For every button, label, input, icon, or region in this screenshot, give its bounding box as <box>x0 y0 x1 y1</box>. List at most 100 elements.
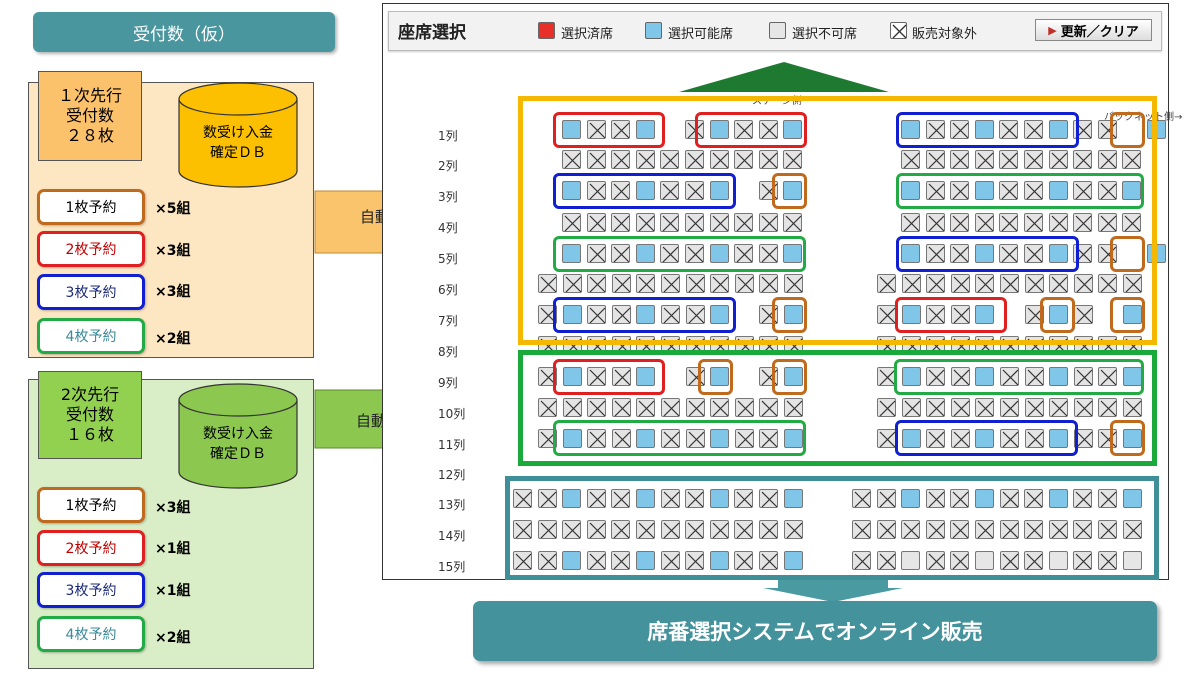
excluded-seat <box>611 213 630 232</box>
available-seat[interactable] <box>1049 244 1068 263</box>
booking-3-pill: 3枚予約 <box>37 572 145 608</box>
row-label: 6列 <box>438 283 458 297</box>
available-seat[interactable] <box>783 120 802 139</box>
available-seat[interactable] <box>783 181 802 200</box>
available-seat[interactable] <box>636 120 655 139</box>
available-seat[interactable] <box>710 181 729 200</box>
available-seat[interactable] <box>975 489 994 508</box>
row-label: 9列 <box>438 376 458 390</box>
excluded-seat <box>1073 181 1092 200</box>
available-seat[interactable] <box>975 244 994 263</box>
excluded-seat <box>734 489 753 508</box>
excluded-seat <box>784 274 803 293</box>
booking-2-pill: 2枚予約 <box>37 231 145 267</box>
available-seat[interactable] <box>1122 181 1141 200</box>
available-seat[interactable] <box>710 367 729 386</box>
available-seat[interactable] <box>562 551 581 570</box>
available-seat[interactable] <box>1049 429 1068 448</box>
available-seat[interactable] <box>1049 489 1068 508</box>
excluded-seat <box>538 398 557 417</box>
four-seat-booking-box <box>896 173 1144 209</box>
available-seat[interactable] <box>975 429 994 448</box>
available-seat[interactable] <box>636 489 655 508</box>
available-seat[interactable] <box>562 120 581 139</box>
available-seat[interactable] <box>975 181 994 200</box>
excluded-seat <box>710 213 729 232</box>
available-seat[interactable] <box>1123 305 1142 324</box>
available-seat[interactable] <box>562 181 581 200</box>
available-seat[interactable] <box>784 551 803 570</box>
excluded-seat <box>660 213 679 232</box>
available-seat[interactable] <box>975 305 994 324</box>
available-seat[interactable] <box>636 551 655 570</box>
available-seat[interactable] <box>562 244 581 263</box>
available-seat[interactable] <box>901 181 920 200</box>
available-seat[interactable] <box>636 244 655 263</box>
row-label: 12列 <box>438 468 466 482</box>
available-seat[interactable] <box>710 244 729 263</box>
available-seat[interactable] <box>710 489 729 508</box>
available-seat[interactable] <box>710 429 729 448</box>
excluded-seat <box>1024 551 1043 570</box>
available-seat[interactable] <box>902 429 921 448</box>
available-seat[interactable] <box>636 367 655 386</box>
excluded-seat <box>562 520 581 539</box>
excluded-seat <box>685 181 704 200</box>
available-seat[interactable] <box>784 367 803 386</box>
excluded-seat <box>661 274 680 293</box>
excluded-seat <box>1049 213 1068 232</box>
excluded-seat <box>783 150 802 169</box>
available-seat[interactable] <box>1123 429 1142 448</box>
available-seat[interactable] <box>784 305 803 324</box>
available-seat[interactable] <box>783 244 802 263</box>
excluded-seat <box>759 520 778 539</box>
excluded-seat <box>877 274 896 293</box>
available-seat[interactable] <box>1123 489 1142 508</box>
excluded-seat <box>1025 429 1044 448</box>
excluded-seat <box>926 489 945 508</box>
excluded-seat <box>1098 213 1117 232</box>
excluded-seat <box>950 181 969 200</box>
available-seat[interactable] <box>563 429 582 448</box>
excluded-seat <box>636 150 655 169</box>
available-seat[interactable] <box>636 305 655 324</box>
row-label: 15列 <box>438 560 466 574</box>
excluded-seat <box>783 213 802 232</box>
three-seat-booking-box <box>896 112 1079 148</box>
available-seat[interactable] <box>636 181 655 200</box>
available-seat[interactable] <box>901 120 920 139</box>
available-seat[interactable] <box>975 120 994 139</box>
available-seat[interactable] <box>710 551 729 570</box>
available-seat[interactable] <box>975 367 994 386</box>
available-seat[interactable] <box>562 489 581 508</box>
excluded-seat <box>759 429 778 448</box>
refresh-clear-button[interactable]: ▶ 更新／クリア <box>1035 19 1152 41</box>
row-label: 1列 <box>438 129 458 143</box>
available-seat[interactable] <box>1049 367 1068 386</box>
excluded-seat <box>563 398 582 417</box>
available-seat[interactable] <box>1049 120 1068 139</box>
available-seat[interactable] <box>784 489 803 508</box>
available-seat[interactable] <box>784 429 803 448</box>
excluded-seat <box>611 150 630 169</box>
available-seat[interactable] <box>901 489 920 508</box>
excluded-seat <box>1073 551 1092 570</box>
available-seat[interactable] <box>710 305 729 324</box>
available-seat[interactable] <box>710 120 729 139</box>
unavailable-seat <box>1123 551 1142 570</box>
legend-unavailable-label: 選択不可席 <box>792 27 858 42</box>
available-seat[interactable] <box>563 367 582 386</box>
excluded-seat <box>686 274 705 293</box>
available-seat[interactable] <box>1049 181 1068 200</box>
available-seat[interactable] <box>1049 305 1068 324</box>
two-seat-booking-box <box>553 112 665 148</box>
available-seat[interactable] <box>563 305 582 324</box>
available-seat[interactable] <box>902 305 921 324</box>
excluded-seat <box>1025 367 1044 386</box>
available-seat[interactable] <box>636 429 655 448</box>
available-seat[interactable] <box>901 244 920 263</box>
available-seat[interactable] <box>902 367 921 386</box>
legend-available-label: 選択可能席 <box>668 27 734 42</box>
row-label: 10列 <box>438 407 466 421</box>
excluded-seat <box>1049 520 1068 539</box>
